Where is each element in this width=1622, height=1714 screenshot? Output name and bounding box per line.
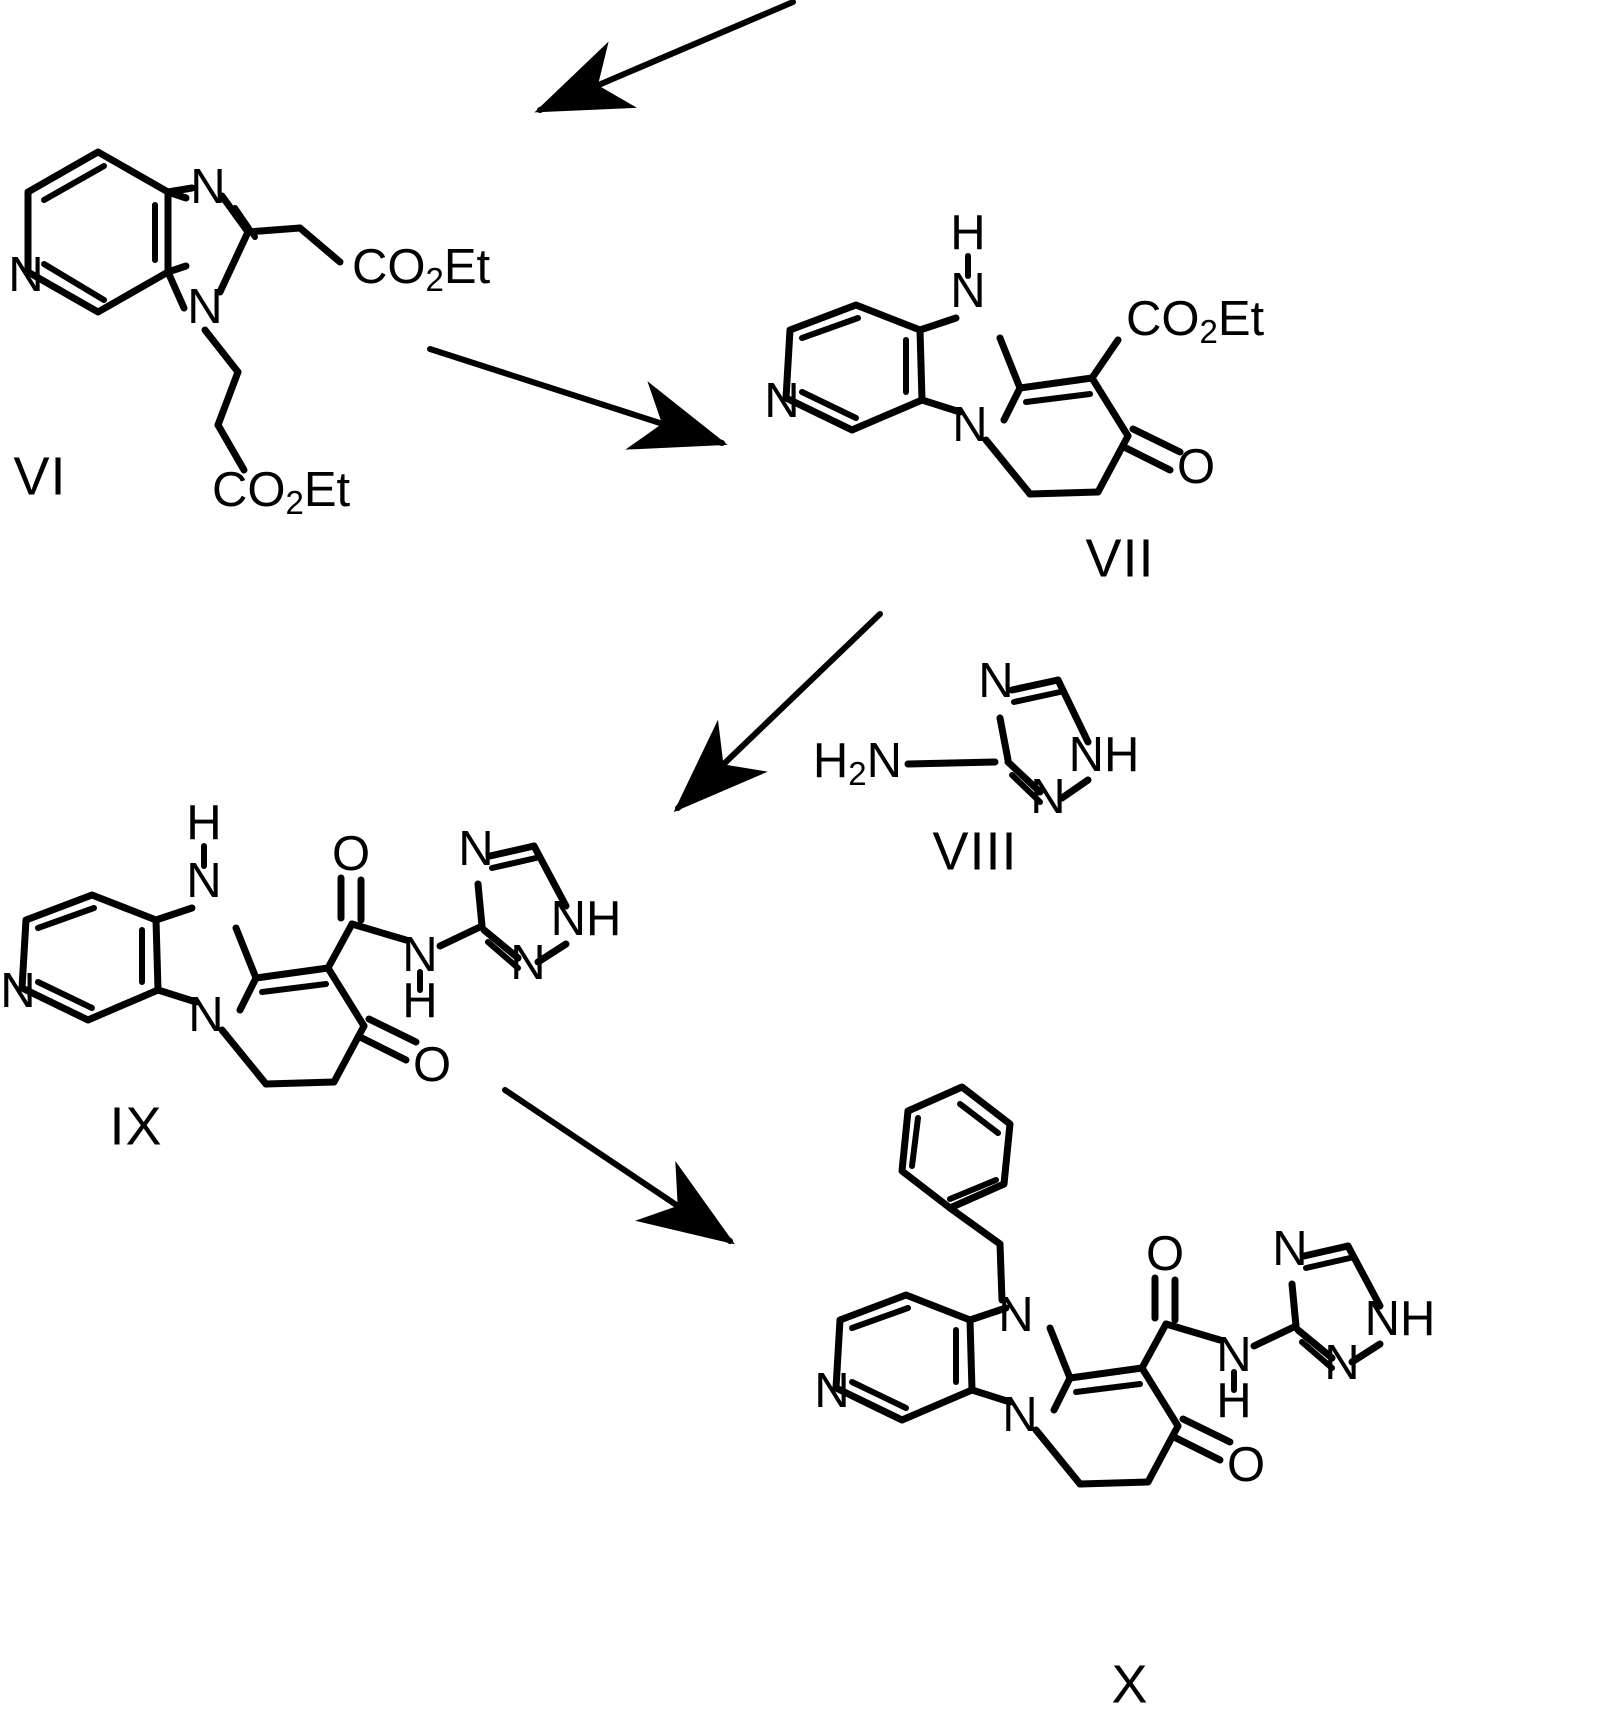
compound-vii-structure: N N H N CO2Et O [764,206,1265,498]
compound-label-vii: VII [1085,528,1154,588]
atom-label-o: O [1227,1438,1265,1492]
arrow-vi-to-vii [427,346,728,450]
compound-label-vi: VI [13,446,66,506]
group-label-h2n: H2N [813,734,902,792]
atom-label-n: N [952,398,987,452]
compound-label-viii: VIII [932,821,1017,881]
atom-label-nh: NH [1069,728,1140,782]
group-label-co2et: CO2Et [352,240,491,298]
arrow-ix-to-x [502,1087,735,1245]
atom-label-n: N [764,374,799,428]
compound-ix-structure: N N H N O O N H N N NH [0,796,621,1092]
atom-label-o: O [1177,440,1215,494]
atom-label-n: N [188,988,223,1042]
arrow-vii-to-ix [673,611,883,813]
group-label-co2et: CO2Et [212,463,351,521]
atom-label-n: N [998,1288,1033,1342]
atom-label-n: N [978,654,1013,708]
atom-label-n: N [510,936,545,990]
atom-label-n: N [0,964,35,1018]
arrow-top [534,0,796,113]
compound-label-x: X [1111,1654,1148,1714]
atom-label-n: N [187,280,222,334]
atom-label-n: N [190,160,225,214]
compound-viii-structure: N N NH H2N [813,654,1140,824]
atom-label-n: N [1324,1336,1359,1390]
group-label-co2et: CO2Et [1126,292,1265,350]
compound-label-ix: IX [109,1096,162,1156]
atom-label-n: N [814,1364,849,1418]
atom-label-n: N [1272,1222,1307,1276]
atom-label-h: H [950,206,985,260]
compound-vi-structure: N N N CO2Et CO2Et [8,148,491,521]
atom-label-n: N [458,822,493,876]
atom-label-nh: NH [1365,1292,1436,1346]
atom-label-n: N [8,248,43,302]
atom-label-n: N [1030,770,1065,824]
atom-label-nh: NH [551,892,622,946]
atom-label-o: O [1146,1227,1184,1281]
atom-label-o: O [332,827,370,881]
atom-label-o: O [413,1038,451,1092]
compound-x-structure: N N N O O N H N N NH [814,1083,1436,1492]
atom-label-h: H [186,796,221,850]
atom-label-n: N [1002,1388,1037,1442]
